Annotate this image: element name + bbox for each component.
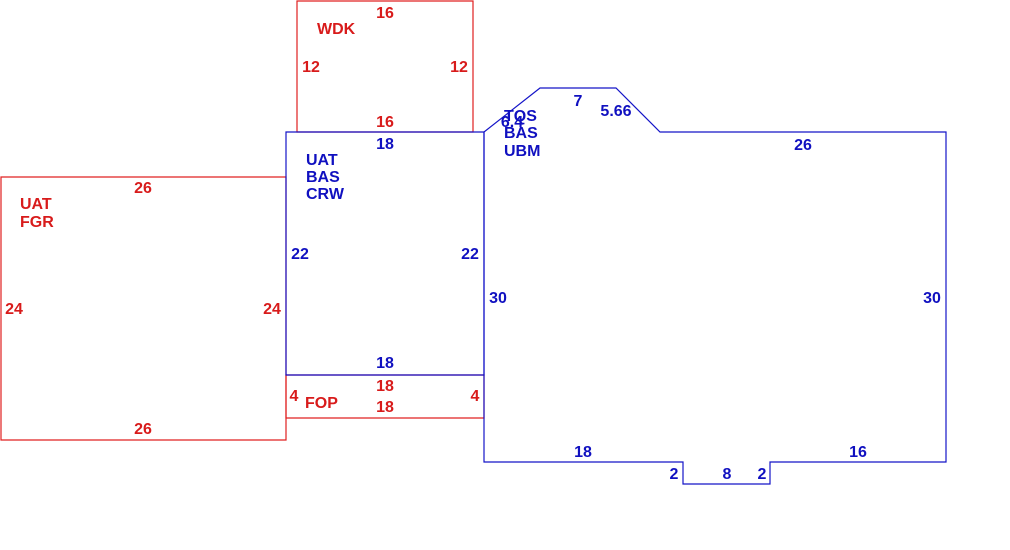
wdk-code: WDK: [317, 21, 356, 38]
fop-dim-top: 18: [376, 378, 394, 395]
main-dim-top: 26: [794, 137, 812, 154]
wdk-dim-bottom: 16: [376, 114, 394, 131]
main-code-2: BAS: [504, 125, 538, 142]
main-outline: [483, 87, 947, 485]
uat-crw-dim-bottom: 18: [376, 355, 394, 372]
uat-fgr-dim-right: 24: [263, 301, 281, 318]
uat-crw-dim-right: 22: [461, 246, 479, 263]
area-uat-fgr: UAT FGR 26 24 24 26: [0, 176, 287, 441]
uat-fgr-dim-left: 24: [5, 301, 23, 318]
uat-fgr-outline: [0, 176, 287, 441]
main-dim-diag-right: 5.66: [600, 103, 631, 120]
uat-crw-dim-top: 18: [376, 136, 394, 153]
fop-dim-left: 4: [290, 388, 299, 405]
uat-crw-dim-left: 22: [291, 246, 309, 263]
area-main: TQS BAS UBM 6.4 7 5.66 26 30 30 18 2 8 2…: [483, 87, 947, 485]
main-dim-diag-left: 6.4: [501, 114, 523, 131]
uat-crw-code-1: UAT: [306, 152, 338, 169]
uat-crw-code-2: BAS: [306, 169, 340, 186]
main-dim-bump-left: 2: [670, 466, 679, 483]
main-code-1: TQS: [504, 108, 537, 125]
area-wdk: WDK 16 12 12 16: [296, 0, 474, 133]
main-dim-bump-bottom: 8: [723, 466, 732, 483]
uat-fgr-dim-top: 26: [134, 180, 152, 197]
main-dim-right: 30: [923, 290, 941, 307]
main-dim-bump-right: 2: [758, 466, 767, 483]
main-dim-bottom-right: 16: [849, 444, 867, 461]
wdk-dim-top: 16: [376, 5, 394, 22]
uat-fgr-code-1: UAT: [20, 196, 52, 213]
uat-fgr-dim-bottom: 26: [134, 421, 152, 438]
main-code-3: UBM: [504, 143, 540, 160]
wdk-dim-left: 12: [302, 59, 320, 76]
area-uat-crw: UAT BAS CRW 18 22 22 18: [285, 131, 485, 376]
wdk-dim-right: 12: [450, 59, 468, 76]
area-fop: FOP 18 4 4 18: [285, 374, 485, 419]
main-dim-left: 30: [489, 290, 507, 307]
fop-dim-bottom: 18: [376, 399, 394, 416]
uat-fgr-code-2: FGR: [20, 214, 54, 231]
fop-code: FOP: [305, 395, 338, 412]
uat-crw-code-3: CRW: [306, 186, 345, 203]
main-dim-bottom-left: 18: [574, 444, 592, 461]
fop-dim-right: 4: [471, 388, 480, 405]
main-dim-top-short: 7: [574, 93, 583, 110]
